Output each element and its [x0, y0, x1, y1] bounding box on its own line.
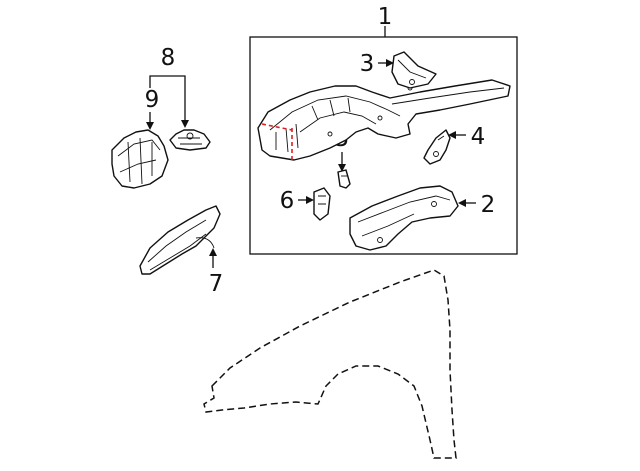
callout-4[interactable]: 4 — [471, 124, 486, 150]
part-7-extension[interactable] — [139, 205, 221, 275]
callout-2[interactable]: 2 — [481, 192, 496, 218]
part-2-side-member[interactable] — [349, 185, 459, 251]
fender-outline — [203, 269, 457, 459]
callout-6[interactable]: 6 — [280, 188, 295, 214]
callout-4-leader — [448, 131, 466, 139]
callout-5-leader — [338, 152, 346, 172]
callout-8[interactable]: 8 — [161, 45, 176, 71]
callout-3-leader — [378, 59, 394, 67]
part-4-bracket[interactable] — [423, 129, 451, 165]
callout-7[interactable]: 7 — [209, 271, 224, 297]
callout-3[interactable]: 3 — [360, 51, 375, 77]
callout-7-leader — [209, 248, 217, 268]
callout-6-leader — [298, 196, 314, 204]
callout-2-leader — [458, 199, 476, 207]
part-3-bracket[interactable] — [391, 51, 437, 89]
callout-8-leader — [149, 75, 189, 128]
callout-1[interactable]: 1 — [378, 4, 393, 30]
part-6-bracket[interactable] — [313, 187, 331, 221]
part-5-clip[interactable] — [337, 169, 351, 189]
assembly-frame — [249, 36, 518, 255]
callout-9[interactable]: 9 — [145, 87, 160, 113]
highlight-marker — [261, 123, 293, 162]
part-9-inner-panel[interactable] — [111, 129, 169, 189]
part-8-mount[interactable] — [169, 129, 211, 151]
part-1-apron-rail-assembly[interactable] — [257, 79, 511, 161]
callout-9-leader — [146, 112, 154, 130]
